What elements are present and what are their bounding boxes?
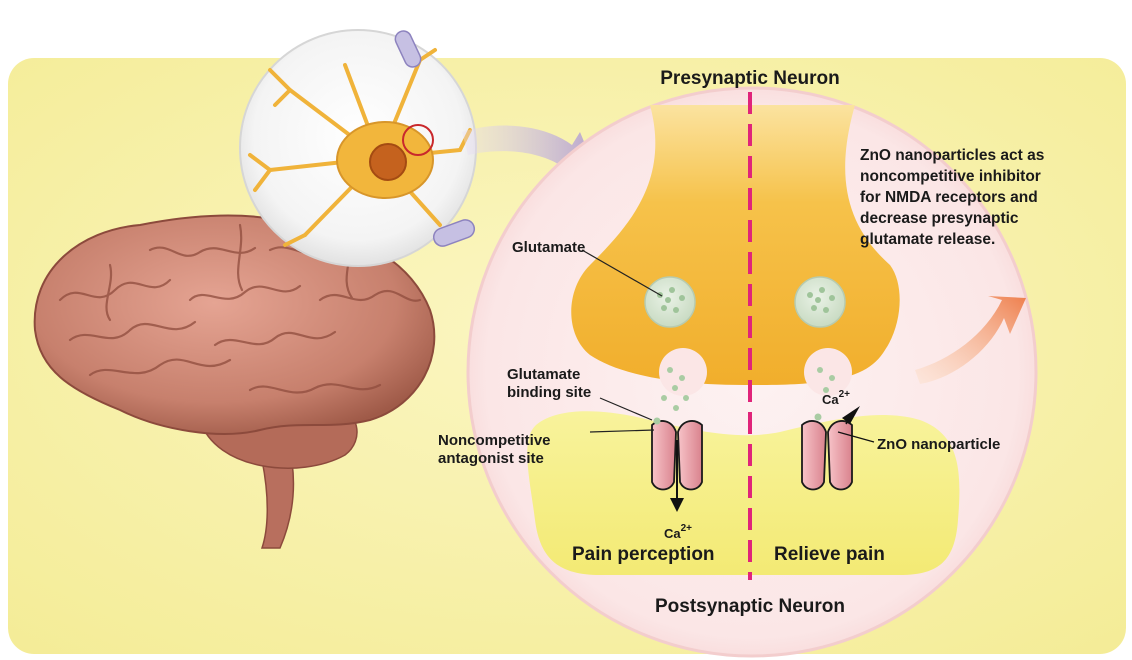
antagonist-site-label-line1: Noncompetitive	[438, 432, 551, 449]
release-pore-left	[659, 348, 707, 396]
relieve-pain-label: Relieve pain	[774, 544, 885, 565]
neuron-magnifier	[240, 28, 477, 266]
pain-perception-label: Pain perception	[572, 544, 715, 565]
description-line: for NMDA receptors and	[860, 189, 1038, 206]
description-line: decrease presynaptic	[860, 210, 1019, 227]
glutamate-label: Glutamate	[512, 239, 585, 256]
vesicle-right	[795, 277, 845, 327]
presynaptic-title: Presynaptic Neuron	[660, 68, 840, 89]
vesicle-left	[645, 277, 695, 327]
binding-site-label-line1: Glutamate	[507, 366, 580, 383]
zno-nanoparticle-label: ZnO nanoparticle	[877, 436, 1000, 453]
description-line: glutamate release.	[860, 231, 995, 248]
description-line: noncompetitive inhibitor	[860, 168, 1041, 185]
binding-site-label-line2: binding site	[507, 384, 591, 401]
description-line: ZnO nanoparticles act as	[860, 147, 1044, 164]
antagonist-site-label-line2: antagonist site	[438, 450, 544, 467]
postsynaptic-title: Postsynaptic Neuron	[655, 596, 845, 617]
